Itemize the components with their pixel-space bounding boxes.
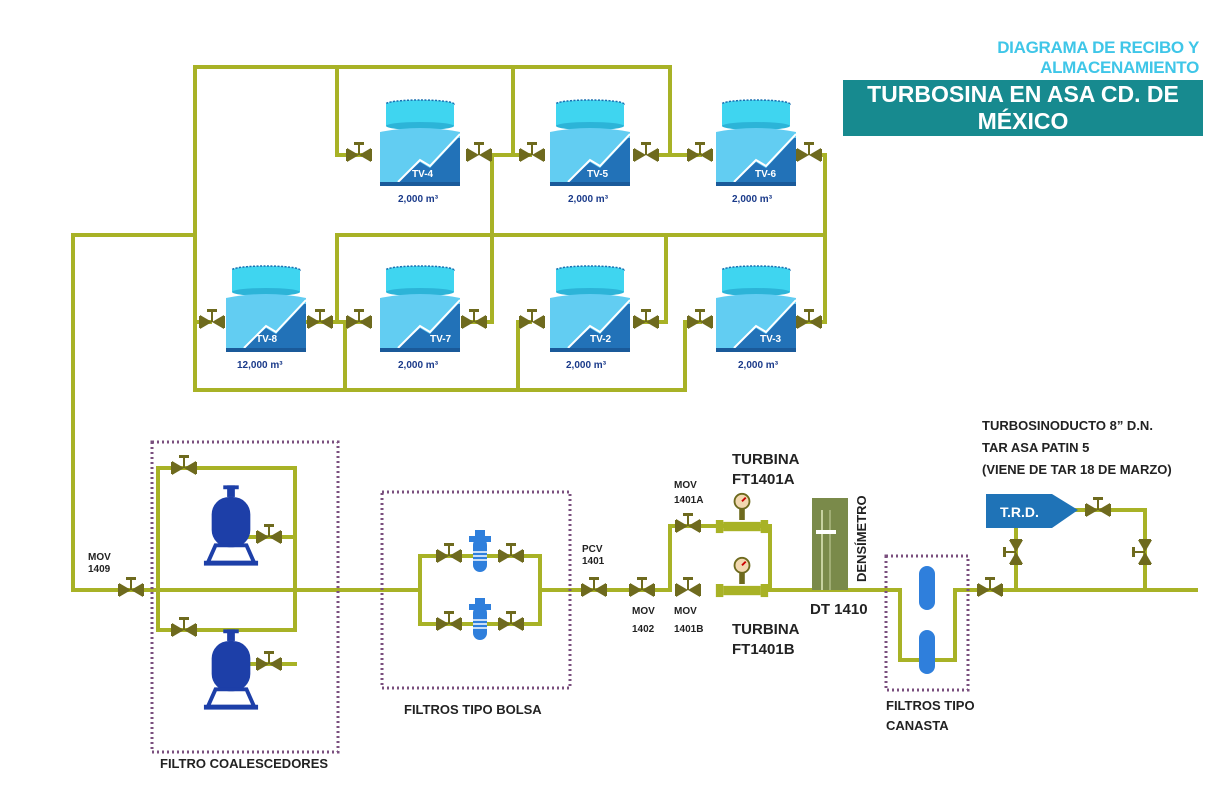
mov1409-label-2: 1409 bbox=[88, 564, 111, 575]
coalescer-valve-out-bottom[interactable] bbox=[255, 650, 283, 672]
turbina-a-label-2: FT1401A bbox=[732, 471, 795, 488]
filtros-canasta-label-2: CANASTA bbox=[886, 718, 949, 733]
mov1409-label-1: MOV bbox=[88, 552, 111, 563]
valve-mov1401a[interactable] bbox=[674, 512, 702, 534]
basket-filter-top[interactable] bbox=[919, 566, 935, 610]
tank-capacity: 12,000 m³ bbox=[237, 360, 283, 371]
mov1401a-label-1: MOV bbox=[674, 480, 697, 491]
coalescer-valve-bottom[interactable] bbox=[170, 616, 198, 638]
tank-tv6[interactable]: TV-6 2,000 m³ bbox=[716, 99, 796, 205]
valve-mov1409[interactable] bbox=[117, 576, 145, 598]
tank-capacity: 2,000 m³ bbox=[398, 360, 439, 371]
trd-valve-right[interactable] bbox=[1131, 538, 1153, 566]
mov1402-label-2: 1402 bbox=[632, 624, 655, 635]
trd-arrow[interactable]: T.R.D. bbox=[986, 494, 1078, 528]
pcv1401-label-2: 1401 bbox=[582, 556, 605, 567]
mov1402-label-1: MOV bbox=[632, 606, 655, 617]
mov1401a-label-2: 1401A bbox=[674, 495, 703, 506]
tank-capacity: 2,000 m³ bbox=[566, 360, 607, 371]
tank-label: TV-4 bbox=[412, 169, 434, 180]
dt1410-label: DT 1410 bbox=[810, 601, 868, 618]
filtros-canasta-label-1: FILTROS TIPO bbox=[886, 698, 975, 713]
coalescer-valve-top[interactable] bbox=[170, 454, 198, 476]
coalescer-filter-bottom[interactable] bbox=[202, 627, 260, 712]
trd-label: T.R.D. bbox=[1000, 504, 1039, 520]
trd-valve[interactable] bbox=[1084, 496, 1112, 518]
bag-valve-2[interactable] bbox=[497, 542, 525, 564]
tank-tv2[interactable]: TV-2 2,000 m³ bbox=[550, 265, 630, 371]
tank-capacity: 2,000 m³ bbox=[738, 360, 779, 371]
tank-tv5[interactable]: TV-5 2,000 m³ bbox=[550, 99, 630, 205]
valve-mov1402[interactable] bbox=[628, 576, 656, 598]
filtro-coalescedores-label: FILTRO COALESCEDORES bbox=[160, 756, 328, 771]
turbine-ft1401b[interactable] bbox=[714, 556, 770, 598]
turbosinoducto-label-3: (VIENE DE TAR 18 DE MARZO) bbox=[982, 462, 1172, 477]
trd-valve-left[interactable] bbox=[1002, 538, 1024, 566]
bag-valve-3[interactable] bbox=[435, 610, 463, 632]
title-line2: TURBOSINA EN ASA CD. DE MÉXICO bbox=[843, 80, 1203, 136]
filtros-bolsa-label: FILTROS TIPO BOLSA bbox=[404, 702, 542, 717]
densimeter-dt1410[interactable] bbox=[812, 498, 848, 590]
tank-tv7[interactable]: TV-7 2,000 m³ bbox=[380, 265, 460, 371]
tank-capacity: 2,000 m³ bbox=[568, 194, 609, 205]
tank-label: TV-7 bbox=[430, 334, 452, 345]
turbina-a-label-1: TURBINA bbox=[732, 451, 800, 468]
turbine-ft1401a[interactable] bbox=[714, 492, 770, 534]
turbosinoducto-label-2: TAR ASA PATIN 5 bbox=[982, 440, 1089, 455]
bag-filter-top[interactable] bbox=[468, 529, 492, 573]
bag-filter-box bbox=[380, 490, 572, 690]
densimetro-label: DENSÍMETRO bbox=[854, 495, 869, 582]
tank-tv8[interactable]: TV-8 12,000 m³ bbox=[226, 265, 306, 371]
tank-tv4[interactable]: TV-4 2,000 m³ bbox=[380, 99, 460, 205]
tank-label: TV-3 bbox=[760, 334, 782, 345]
diagram-title: DIAGRAMA DE RECIBO Y ALMACENAMIENTO TURB… bbox=[843, 38, 1203, 136]
tank-label: TV-6 bbox=[755, 169, 777, 180]
valve-mov1401b[interactable] bbox=[674, 576, 702, 598]
pcv1401-label-1: PCV bbox=[582, 544, 603, 555]
tank-capacity: 2,000 m³ bbox=[398, 194, 439, 205]
tank-tv3[interactable]: TV-3 2,000 m³ bbox=[716, 265, 796, 371]
valve-pcv1401[interactable] bbox=[580, 576, 608, 598]
basket-filter-box bbox=[884, 554, 970, 692]
mov1401b-label-1: MOV bbox=[674, 606, 697, 617]
title-line1: DIAGRAMA DE RECIBO Y ALMACENAMIENTO bbox=[997, 38, 1199, 77]
turbina-b-label-2: FT1401B bbox=[732, 641, 795, 658]
bag-valve-4[interactable] bbox=[497, 610, 525, 632]
basket-filter-bottom[interactable] bbox=[919, 630, 935, 674]
turbina-b-label-1: TURBINA bbox=[732, 621, 800, 638]
valve-main-out[interactable] bbox=[976, 576, 1004, 598]
bag-valve-1[interactable] bbox=[435, 542, 463, 564]
tank-label: TV-2 bbox=[590, 334, 612, 345]
tank-capacity: 2,000 m³ bbox=[732, 194, 773, 205]
tank-farm-piping bbox=[71, 65, 827, 592]
tank-label: TV-5 bbox=[587, 169, 609, 180]
turbosinoducto-label-1: TURBOSINODUCTO 8” D.N. bbox=[982, 418, 1153, 433]
mov1401b-label-2: 1401B bbox=[674, 624, 703, 635]
bag-filter-bottom[interactable] bbox=[468, 597, 492, 641]
coalescer-valve-out-top[interactable] bbox=[255, 523, 283, 545]
tank-label: TV-8 bbox=[256, 334, 278, 345]
coalescer-filter-top[interactable] bbox=[202, 483, 260, 568]
coalescer-box bbox=[150, 440, 340, 754]
